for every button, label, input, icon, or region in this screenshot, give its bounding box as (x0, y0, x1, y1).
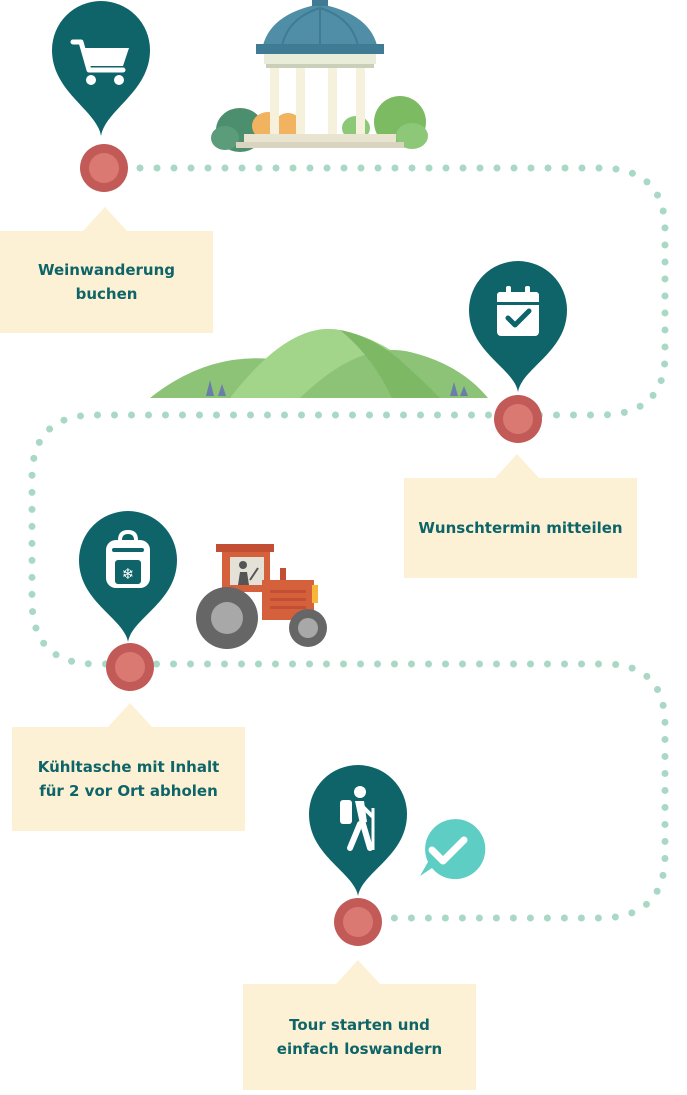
cooler-bag-icon: ❄ (106, 529, 150, 588)
step-label-line: für 2 vor Ort abholen (39, 782, 218, 800)
step-label-line: buchen (75, 285, 138, 303)
map-pin-3: ❄ (79, 511, 177, 642)
step-label-line: Wunschtermin mitteilen (418, 519, 623, 537)
hills-illustration (150, 328, 488, 398)
svg-text:❄: ❄ (122, 565, 135, 583)
pavilion-illustration (211, 0, 428, 152)
step-label-line: einfach loswandern (276, 1040, 443, 1058)
step-label-line: Tour starten und (289, 1016, 430, 1034)
shopping-cart-icon (70, 39, 129, 85)
check-badge-icon (420, 819, 486, 880)
tractor-illustration (196, 544, 327, 649)
step-card-2: Wunschtermin mitteilen (404, 454, 637, 578)
map-pin-1 (52, 1, 150, 136)
map-pin-2 (469, 261, 567, 392)
step-label-line: Weinwanderung (37, 261, 176, 279)
step-card-4: Tour starten und einfach loswandern (243, 960, 476, 1090)
hiker-icon (340, 786, 375, 851)
step-card-3: Kühltasche mit Inhalt für 2 vor Ort abho… (12, 703, 245, 831)
step-label-line: Kühltasche mit Inhalt (37, 758, 220, 776)
calendar-check-icon (497, 286, 539, 336)
map-pin-4 (309, 765, 407, 896)
step-card-1: Weinwanderung buchen (0, 207, 213, 333)
